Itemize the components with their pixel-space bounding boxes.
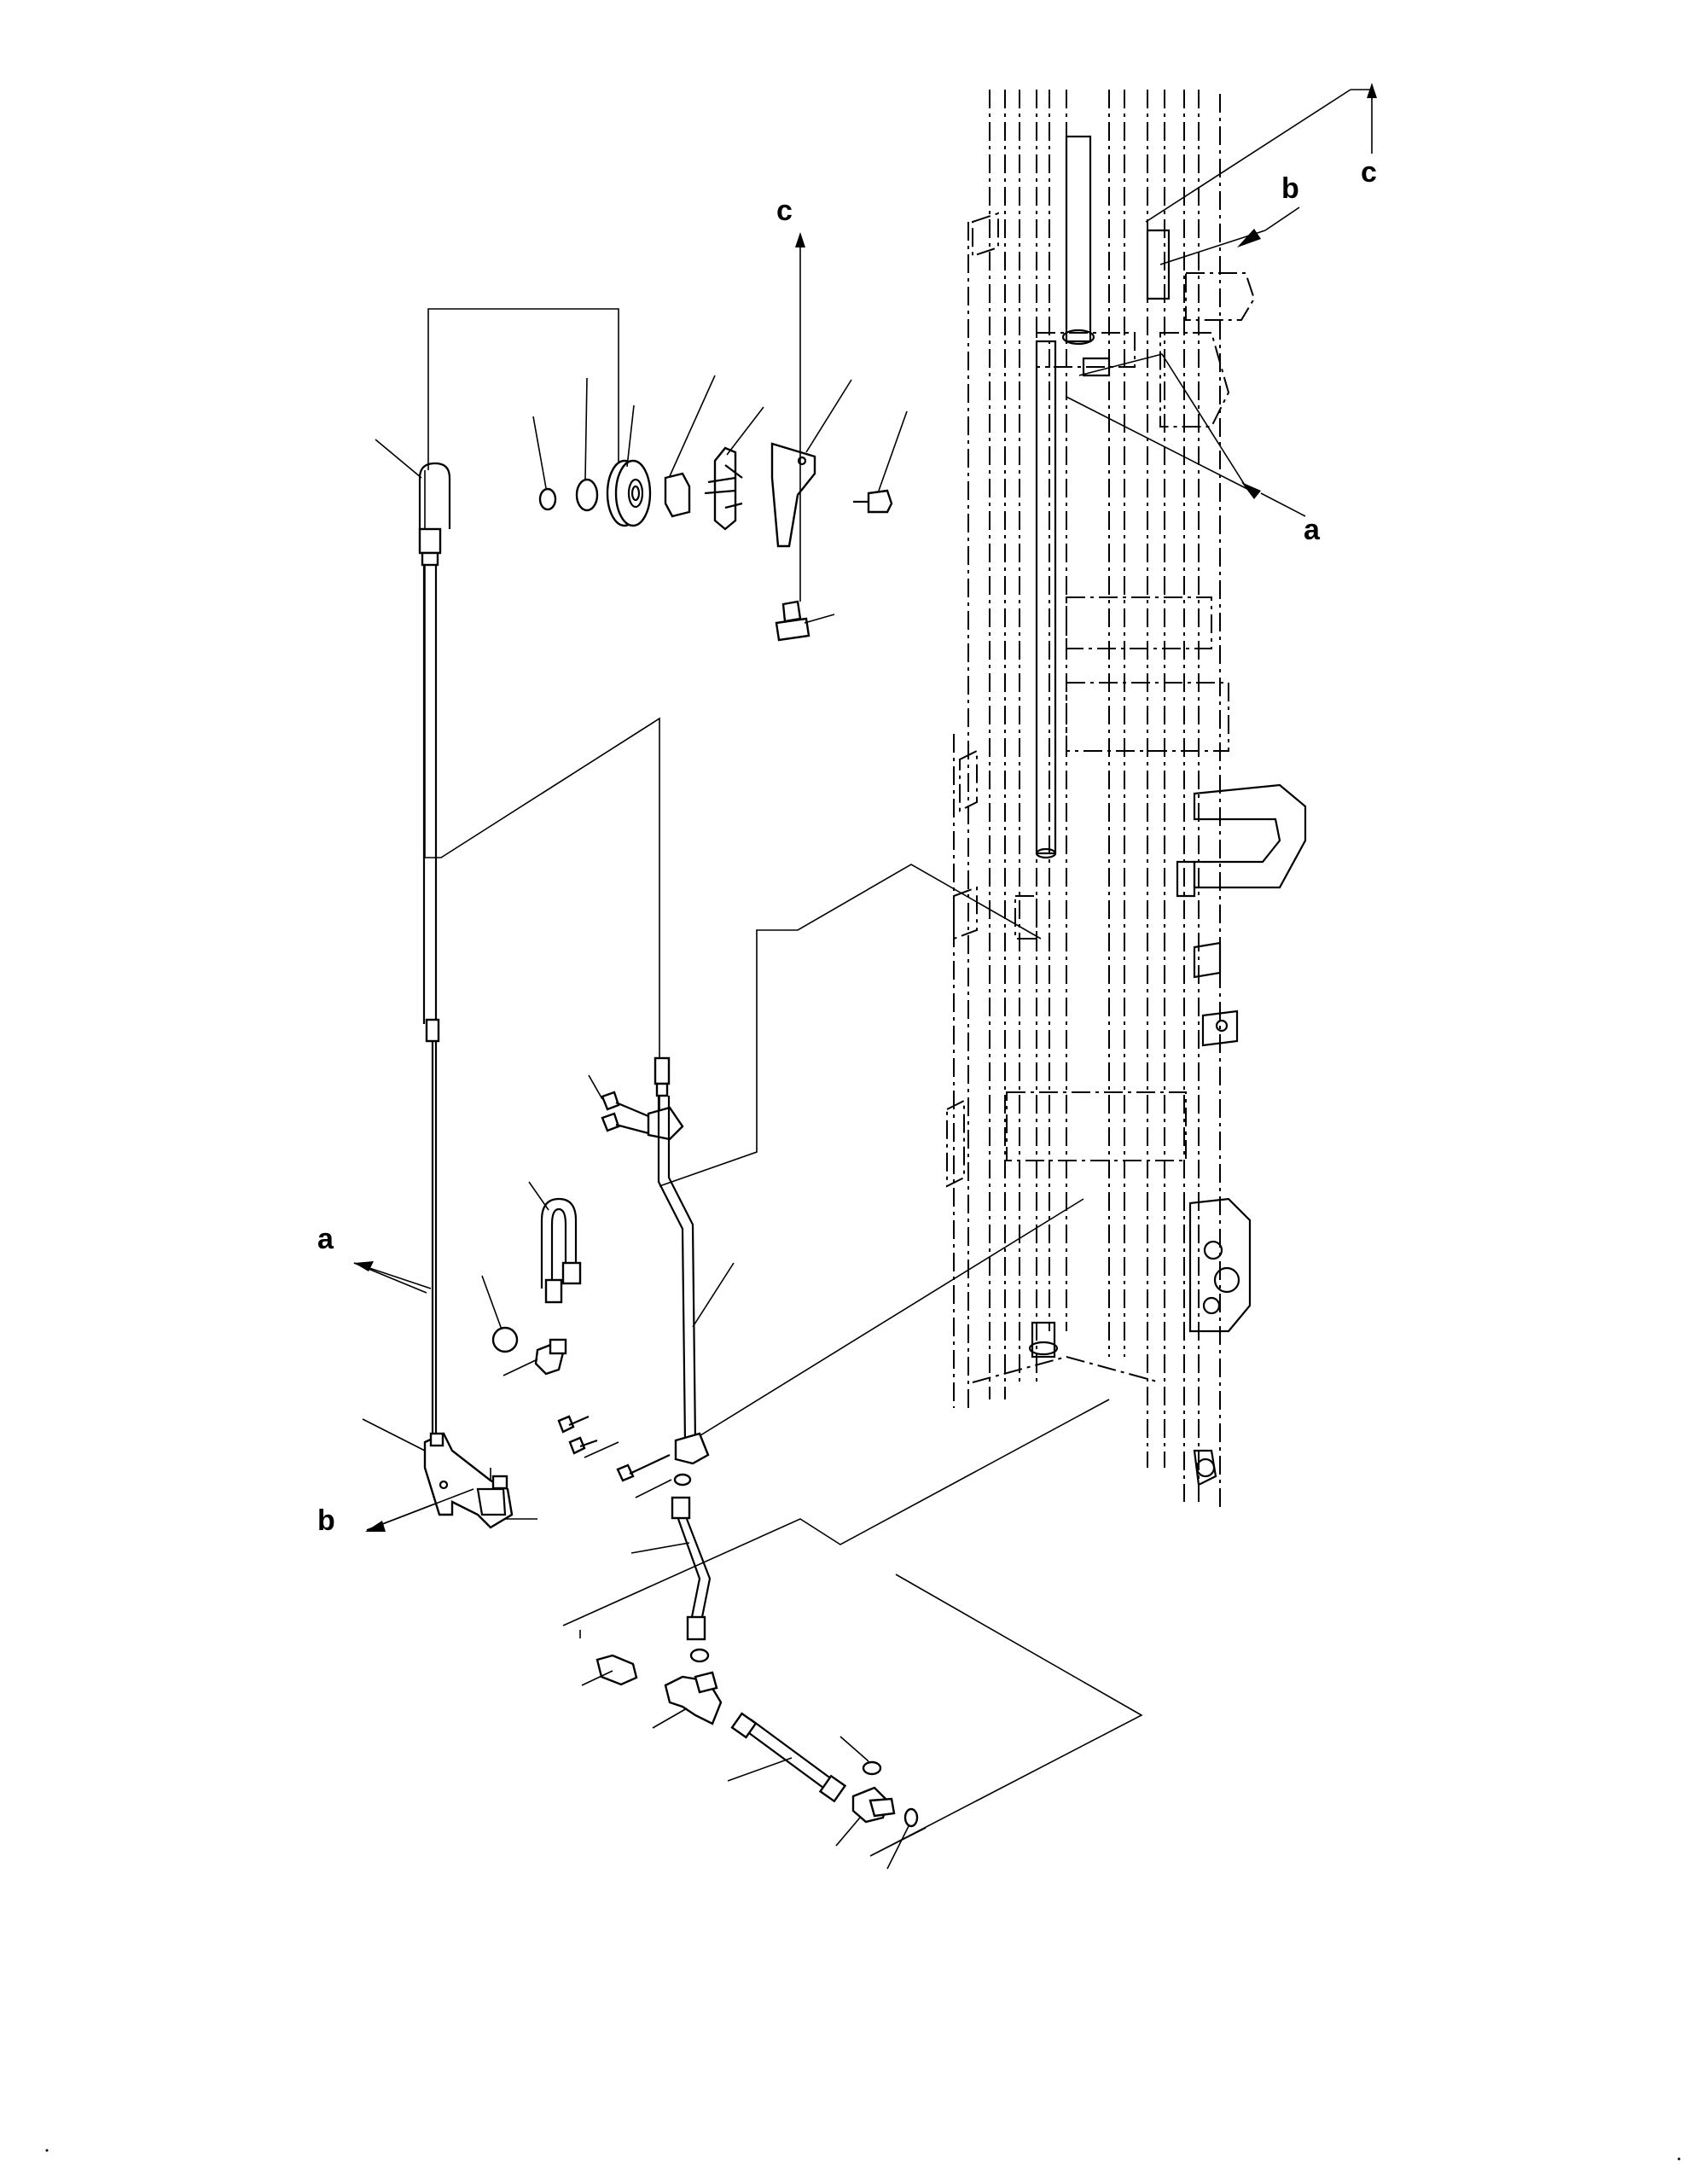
- reference-b-left: b: [317, 1488, 474, 1537]
- reference-b-top-right: b: [1237, 172, 1300, 247]
- lower-flexible-hose: [671, 1473, 712, 1663]
- reference-c-top-right: c: [1351, 83, 1377, 189]
- bottom-fittings: [595, 1654, 919, 1828]
- reference-a-right: a: [1241, 482, 1321, 546]
- callout-label-b-left: b: [317, 1504, 335, 1537]
- callout-label-b-top-right: b: [1281, 172, 1299, 205]
- axis-c-center: c: [776, 195, 805, 602]
- short-u-hose: [534, 1197, 582, 1376]
- callout-label-a-left: a: [317, 1223, 334, 1255]
- leader-lines: [362, 375, 909, 1870]
- callout-label-c-top-right: c: [1361, 156, 1377, 189]
- center-steel-pipe: [654, 1056, 710, 1465]
- callout-label-a-top-right: a: [1304, 514, 1321, 546]
- sheave-bracket-cluster: [538, 442, 893, 642]
- scan-speck: [1677, 2157, 1681, 2161]
- reference-a-left: a: [317, 1223, 427, 1294]
- hose-routing-lines: [353, 89, 1351, 1857]
- mounting-bolts: [557, 1415, 671, 1482]
- callout-label-c-center: c: [776, 195, 793, 227]
- manifold-block: [423, 1432, 514, 1529]
- long-hydraulic-hose: [418, 462, 451, 1442]
- o-ring-large: [491, 1326, 519, 1353]
- scan-speck: [45, 2149, 49, 2152]
- hose-clamp-upper: [601, 1091, 684, 1141]
- mast-assembly: [946, 90, 1307, 1510]
